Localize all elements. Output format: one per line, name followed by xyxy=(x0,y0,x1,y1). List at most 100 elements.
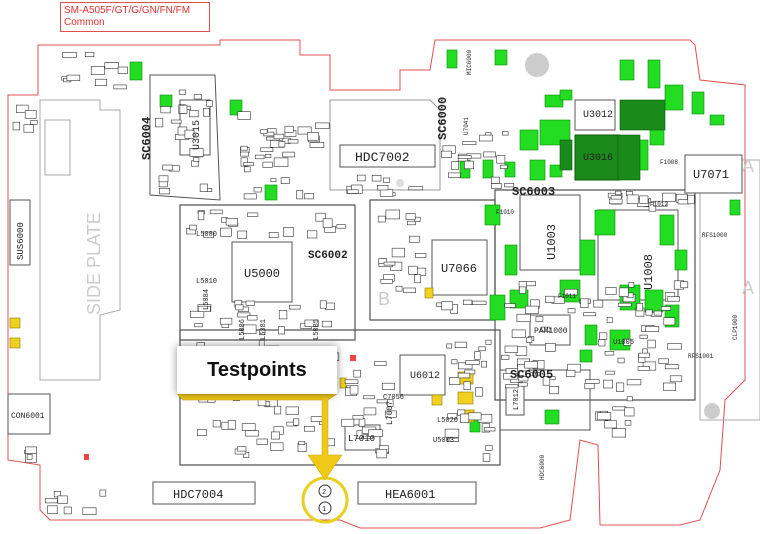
label-f1011: F1011 xyxy=(558,293,576,300)
label-u5003: U5003 xyxy=(433,437,454,445)
smd-component xyxy=(403,287,416,293)
smd-component xyxy=(368,429,383,437)
smd-component xyxy=(447,413,458,419)
smd-component xyxy=(241,423,256,431)
smd-component xyxy=(504,303,516,308)
smd-component xyxy=(296,190,304,200)
smd-component xyxy=(666,296,680,302)
label-rfs1001: RFS1001 xyxy=(688,353,714,360)
smd-component xyxy=(90,66,105,75)
smd-component xyxy=(677,199,690,205)
label-rfs1000: RFS1000 xyxy=(702,232,728,239)
smd-component xyxy=(273,405,282,415)
model-banner: SM-A505F/GT/G/GN/FN/FM Common xyxy=(60,2,210,32)
smd-component xyxy=(583,312,596,317)
trace-u3015-area xyxy=(149,74,221,201)
smd-component xyxy=(15,104,29,113)
smd-component xyxy=(158,181,168,188)
smd-component xyxy=(667,343,682,350)
smd-component xyxy=(237,230,248,239)
smd-component xyxy=(237,111,251,120)
smd-component xyxy=(446,437,459,442)
smd-component xyxy=(511,329,526,338)
smd-component xyxy=(636,303,643,312)
smd-component xyxy=(358,418,366,427)
mount-hole-top xyxy=(525,53,549,77)
model-name: SM-A505F/GT/G/GN/FN/FM xyxy=(64,5,191,16)
smd-component xyxy=(609,198,623,205)
smd-component xyxy=(544,295,555,303)
smd-component xyxy=(542,376,551,386)
trace-hdc-area xyxy=(329,99,441,191)
smd-component xyxy=(113,84,127,90)
label-l5086: L5086 xyxy=(239,319,247,340)
smd-component xyxy=(457,362,473,370)
trace-left-dock xyxy=(39,99,121,381)
smd-component xyxy=(235,304,244,311)
label-l5084: L5084 xyxy=(203,289,211,310)
u7071-box xyxy=(684,154,743,194)
smd-component xyxy=(626,194,639,204)
label-u6012: U6012 xyxy=(410,371,440,382)
u3016-box xyxy=(574,134,621,181)
smd-component xyxy=(604,351,615,356)
smd-component xyxy=(662,192,676,202)
u5000-box xyxy=(231,241,293,303)
smd-component xyxy=(468,412,482,421)
smd-component xyxy=(371,175,382,182)
smd-component xyxy=(545,343,556,352)
red-markers xyxy=(84,355,356,460)
smd-component xyxy=(376,185,389,191)
label-sc6002: SC6002 xyxy=(308,250,348,262)
label-l5020: L5020 xyxy=(437,417,458,425)
smd-component xyxy=(95,78,107,86)
smd-component xyxy=(271,431,280,440)
smd-component xyxy=(178,89,186,95)
smd-component xyxy=(203,231,214,238)
smd-component xyxy=(244,166,251,173)
smd-component xyxy=(414,274,421,284)
smd-component xyxy=(99,489,107,497)
smd-component xyxy=(478,346,486,352)
smd-component xyxy=(457,372,471,379)
label-f1010: F1010 xyxy=(496,209,514,216)
smd-component xyxy=(63,506,72,515)
smd-component xyxy=(504,345,518,353)
smd-component xyxy=(482,453,491,462)
smd-component xyxy=(463,381,471,390)
smd-component xyxy=(12,121,20,131)
smd-component xyxy=(406,220,416,226)
smd-component xyxy=(624,420,632,426)
smd-component xyxy=(660,306,672,311)
smd-component xyxy=(57,495,68,504)
u1003-box xyxy=(519,194,581,271)
smd-component xyxy=(194,323,203,328)
smd-component xyxy=(363,395,375,400)
smd-component xyxy=(287,139,299,144)
smd-component xyxy=(483,427,496,432)
testpoints-label: Testpoints xyxy=(207,358,307,381)
u3012-box xyxy=(574,99,616,131)
label-sc6000: SC6000 xyxy=(436,97,450,140)
smd-component xyxy=(220,317,233,325)
smd-component xyxy=(288,304,301,310)
smd-component xyxy=(447,172,461,178)
smd-component xyxy=(197,211,205,221)
mount-hole-right xyxy=(704,403,720,419)
smd-component xyxy=(465,360,480,365)
label-pam1000: PAM1000 xyxy=(534,327,568,336)
label-u3015: U3015 xyxy=(192,120,203,150)
smd-component xyxy=(278,310,288,320)
smd-component xyxy=(242,324,257,334)
smd-component xyxy=(184,129,195,139)
smd-component xyxy=(85,52,95,57)
label-u5000: U5000 xyxy=(244,267,280,281)
smd-component xyxy=(30,120,38,125)
smd-component xyxy=(549,386,560,395)
smd-component xyxy=(53,490,62,498)
smd-component xyxy=(479,134,493,142)
smd-component xyxy=(303,426,315,432)
smd-component xyxy=(449,377,461,385)
label-f1008: F1008 xyxy=(660,159,678,166)
smd-component xyxy=(566,369,576,377)
